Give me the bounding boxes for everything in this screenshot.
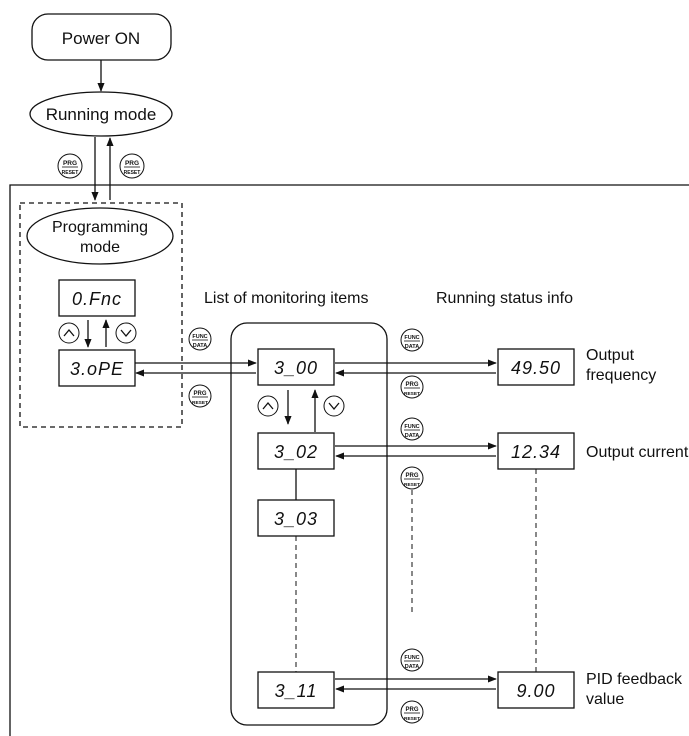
monitor-item-display: 3_02 [257, 432, 335, 470]
status-label: Output [586, 347, 635, 364]
programming-mode-region [19, 202, 183, 428]
prg-reset-button-icon: PRG RESET [400, 700, 424, 724]
svg-text:FUNC: FUNC [404, 424, 419, 430]
svg-text:9.00: 9.00 [516, 681, 555, 701]
svg-text:PRG: PRG [125, 160, 139, 167]
running-mode-node: Running mode [29, 91, 173, 137]
monitor-item-display: 3_03 [257, 499, 335, 537]
svg-text:RESET: RESET [62, 170, 79, 176]
svg-text:DATA: DATA [405, 433, 419, 439]
svg-text:3_11: 3_11 [275, 681, 318, 701]
svg-text:3_03: 3_03 [274, 509, 318, 529]
status-display: 49.50 [497, 348, 575, 386]
power-on-box: Power ON [31, 13, 172, 61]
svg-text:3_02: 3_02 [274, 442, 318, 462]
svg-text:DATA: DATA [193, 343, 207, 349]
func-data-button-icon: FUNC DATA [400, 648, 424, 672]
outer-frame [9, 184, 689, 736]
svg-text:PRG: PRG [63, 160, 77, 167]
prg-reset-button-icon: PRG RESET [119, 153, 145, 179]
prg-reset-button-icon: PRG RESET [57, 153, 83, 179]
svg-text:0.Fnc: 0.Fnc [72, 289, 122, 309]
prg-reset-button-icon: PRG RESET [400, 466, 424, 490]
down-arrow-key-icon [115, 322, 137, 344]
status-display: 12.34 [497, 432, 575, 470]
svg-text:PRG: PRG [405, 382, 418, 388]
monitoring-list-panel [230, 322, 388, 726]
svg-text:PRG: PRG [193, 391, 206, 397]
display-operation-code: 3.oPE [58, 349, 136, 387]
func-data-button-icon: FUNC DATA [400, 328, 424, 352]
status-label: PID feedback [586, 671, 683, 688]
monitor-item-display: 3_00 [257, 348, 335, 386]
svg-text:PRG: PRG [405, 707, 418, 713]
svg-text:RESET: RESET [124, 170, 141, 176]
svg-text:RESET: RESET [192, 400, 208, 406]
func-data-button-icon: FUNC DATA [188, 327, 212, 351]
svg-text:DATA: DATA [405, 664, 419, 670]
up-arrow-key-icon [257, 395, 279, 417]
up-arrow-key-icon [58, 322, 80, 344]
svg-text:12.34: 12.34 [511, 442, 561, 462]
status-label: value [586, 691, 624, 708]
svg-text:49.50: 49.50 [511, 358, 561, 378]
svg-text:DATA: DATA [405, 344, 419, 350]
svg-text:3.oPE: 3.oPE [70, 359, 124, 379]
power-on-label: Power ON [62, 29, 140, 48]
programming-mode-label-line1: Programming [52, 219, 148, 236]
monitor-item-display: 3_11 [257, 671, 335, 709]
svg-text:3_00: 3_00 [274, 358, 318, 378]
monitoring-list-heading: List of monitoring items [204, 290, 369, 307]
programming-mode-node: Programming mode [26, 207, 174, 265]
down-arrow-key-icon [323, 395, 345, 417]
prg-reset-button-icon: PRG RESET [400, 375, 424, 399]
svg-text:FUNC: FUNC [404, 335, 419, 341]
display-function-code: 0.Fnc [58, 279, 136, 317]
svg-text:PRG: PRG [405, 473, 418, 479]
programming-mode-label-line2: mode [80, 239, 120, 256]
status-label: frequency [586, 367, 656, 384]
running-mode-label: Running mode [46, 105, 157, 124]
running-status-heading: Running status info [436, 290, 573, 307]
status-display: 9.00 [497, 671, 575, 709]
svg-text:FUNC: FUNC [192, 334, 207, 340]
svg-text:RESET: RESET [404, 391, 420, 397]
svg-text:RESET: RESET [404, 482, 420, 488]
status-label: Output current [586, 444, 689, 461]
func-data-button-icon: FUNC DATA [400, 417, 424, 441]
svg-text:RESET: RESET [404, 716, 420, 722]
prg-reset-button-icon: PRG RESET [188, 384, 212, 408]
svg-text:FUNC: FUNC [404, 655, 419, 661]
